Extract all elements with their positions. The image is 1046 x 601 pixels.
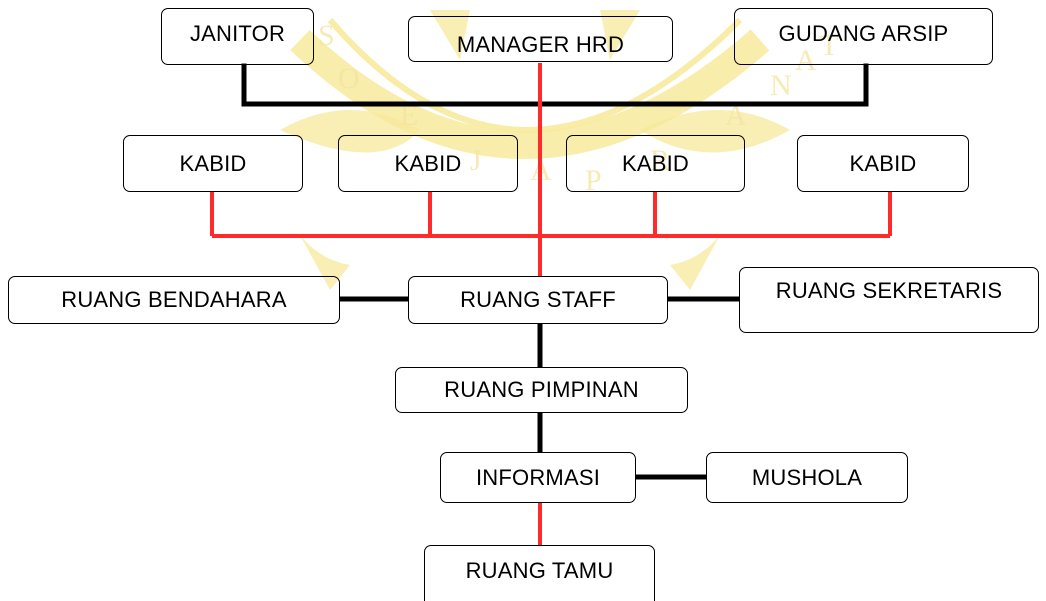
ruang-sekretaris-box: RUANG SEKRETARIS: [739, 267, 1039, 333]
svg-text:N: N: [770, 69, 792, 102]
svg-text:S: S: [318, 19, 335, 52]
mushola-box: MUSHOLA: [706, 452, 908, 503]
mushola-label: MUSHOLA: [751, 464, 863, 490]
ruang-pimpinan-box: RUANG PIMPINAN: [395, 367, 688, 413]
ruang-staff-label: RUANG STAFF: [460, 287, 616, 312]
ruang-bendahara-box: RUANG BENDAHARA: [8, 276, 340, 324]
informasi-box: INFORMASI: [440, 452, 636, 503]
kabid-box-2: KABID: [338, 135, 518, 192]
janitor-label: JANITOR: [189, 20, 286, 46]
svg-text:R: R: [650, 144, 670, 177]
ruang-sekretaris-label: RUANG SEKRETARIS: [775, 278, 1003, 303]
kabid-label-3: KABID: [621, 150, 690, 176]
kabid-box-4: KABID: [797, 135, 969, 192]
ruang-staff-box: RUANG STAFF: [408, 276, 668, 324]
kabid-box-3: KABID: [566, 135, 745, 192]
svg-text:E: E: [400, 99, 418, 132]
svg-text:A: A: [795, 44, 817, 77]
kabid-box-1: KABID: [123, 135, 303, 192]
svg-text:P: P: [585, 164, 602, 197]
svg-text:T: T: [820, 29, 838, 62]
manager-hrd-box: MANAGER HRD: [408, 16, 673, 62]
kabid-label-2: KABID: [394, 150, 462, 176]
ruang-tamu-label: RUANG TAMU: [465, 557, 614, 583]
kabid-label-4: KABID: [849, 150, 917, 176]
manager-hrd-label: MANAGER HRD: [456, 32, 625, 57]
ruang-tamu-box: RUANG TAMU: [424, 545, 655, 601]
gudang-arsip-label: GUDANG ARSIP: [778, 20, 949, 46]
svg-text:J: J: [470, 144, 482, 177]
informasi-label: INFORMASI: [475, 464, 601, 490]
svg-text:A: A: [725, 99, 747, 132]
ruang-bendahara-label: RUANG BENDAHARA: [61, 287, 287, 312]
gudang-arsip-box: GUDANG ARSIP: [734, 8, 993, 65]
kabid-label-1: KABID: [179, 150, 247, 176]
ruang-pimpinan-label: RUANG PIMPINAN: [444, 377, 639, 402]
janitor-box: JANITOR: [161, 8, 314, 65]
svg-text:O: O: [338, 62, 360, 95]
